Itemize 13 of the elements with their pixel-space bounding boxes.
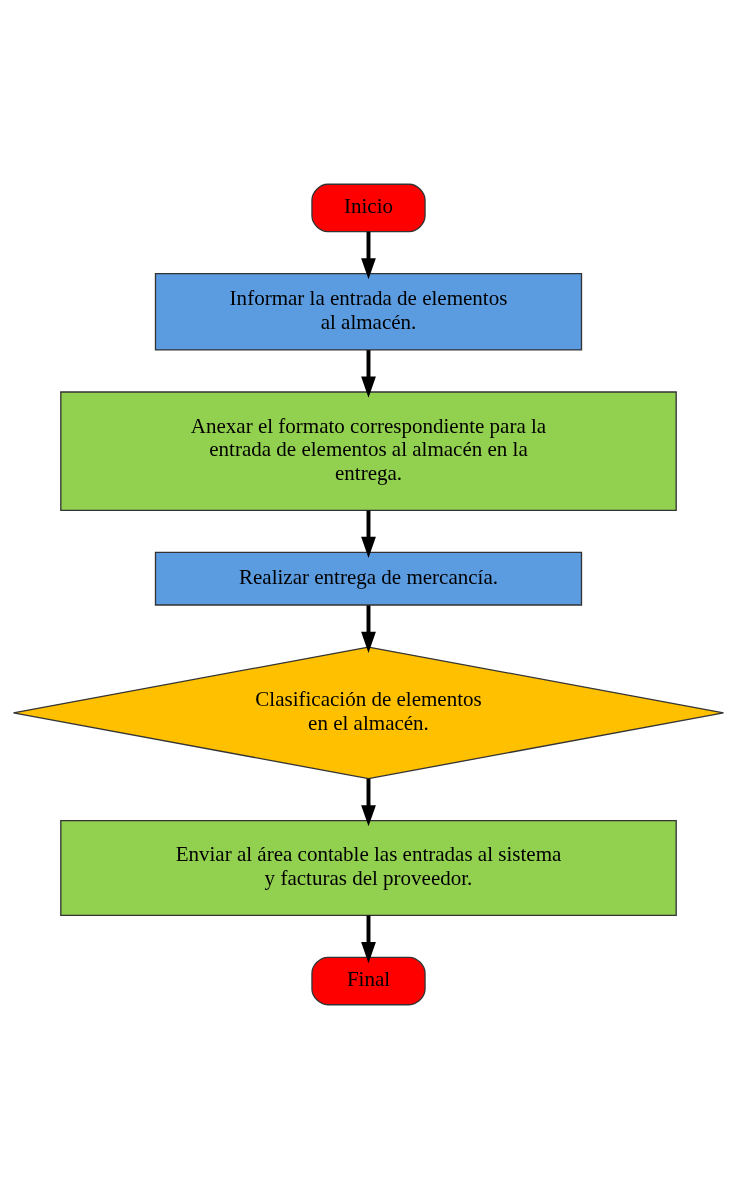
node-box: Informar la entrada de elementos al almacén. bbox=[154, 272, 583, 351]
arrow bbox=[361, 231, 376, 279]
arrow bbox=[361, 510, 376, 558]
arrow bbox=[361, 915, 376, 963]
node-diamond: Clasificación de elementos en el almacén. bbox=[12, 645, 725, 779]
node-box: Anexar el formato correspondiente para la entrada de elementos al almacén en la entrega. bbox=[60, 390, 677, 511]
node-box: Final bbox=[311, 956, 426, 1005]
arrow bbox=[361, 349, 376, 398]
arrow bbox=[361, 604, 376, 653]
node-box: Enviar al área contable las entradas al sistema y facturas del proveedor. bbox=[60, 819, 677, 916]
node-box: Inicio bbox=[311, 183, 426, 232]
node-box: Realizar entrega de mercancía. bbox=[154, 551, 583, 606]
arrow bbox=[361, 778, 376, 826]
